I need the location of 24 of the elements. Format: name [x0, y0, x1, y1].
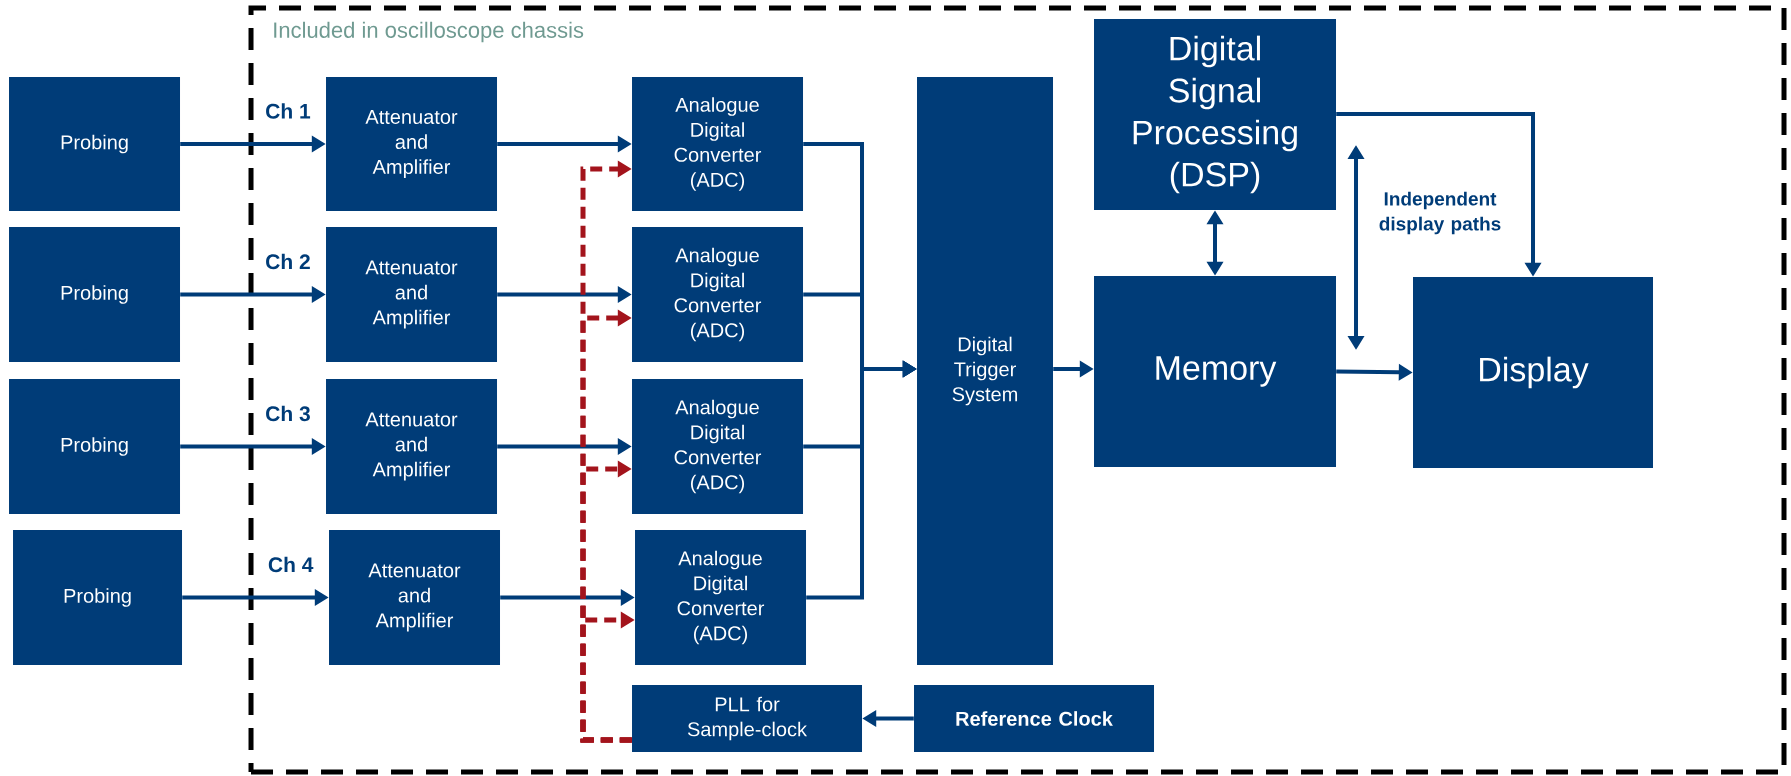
converter-box: Analogue Digital Converter (ADC) — [632, 227, 803, 362]
converter-box: Analogue Digital Converter (ADC) — [632, 77, 803, 211]
annotation: Independent display paths — [1379, 191, 1501, 235]
display-box: Display — [1413, 277, 1653, 468]
amplifier-box: Attenuator and Amplifier — [329, 530, 500, 665]
probe-box: Probing — [9, 227, 180, 362]
clock-box: Reference Clock — [914, 685, 1154, 752]
trigger-box: Digital Trigger System — [917, 77, 1053, 665]
converter-box: Analogue Digital Converter (ADC) — [635, 530, 806, 665]
converter-box: Analogue Digital Converter (ADC) — [632, 379, 803, 514]
edge-label: Ch 1 — [264, 102, 312, 120]
amplifier-box: Attenuator and Amplifier — [326, 379, 497, 514]
probe-box: Probing — [9, 77, 180, 211]
edge-label: Ch 3 — [264, 404, 312, 423]
edge-label: Ch 2 — [264, 252, 312, 271]
memory-box: Memory — [1094, 276, 1336, 467]
amplifier-box: Attenuator and Amplifier — [326, 77, 497, 211]
pll-box: PLL for Sample-clock — [632, 685, 862, 752]
probe-box: Probing — [13, 530, 182, 665]
frame-heading: Included in oscilloscope chassis — [274, 21, 584, 43]
probe-box: Probing — [9, 379, 180, 514]
processing-box: Digital Signal Processing (DSP) — [1094, 19, 1336, 210]
amplifier-box: Attenuator and Amplifier — [326, 227, 497, 362]
edge-label: Ch 4 — [266, 555, 315, 574]
